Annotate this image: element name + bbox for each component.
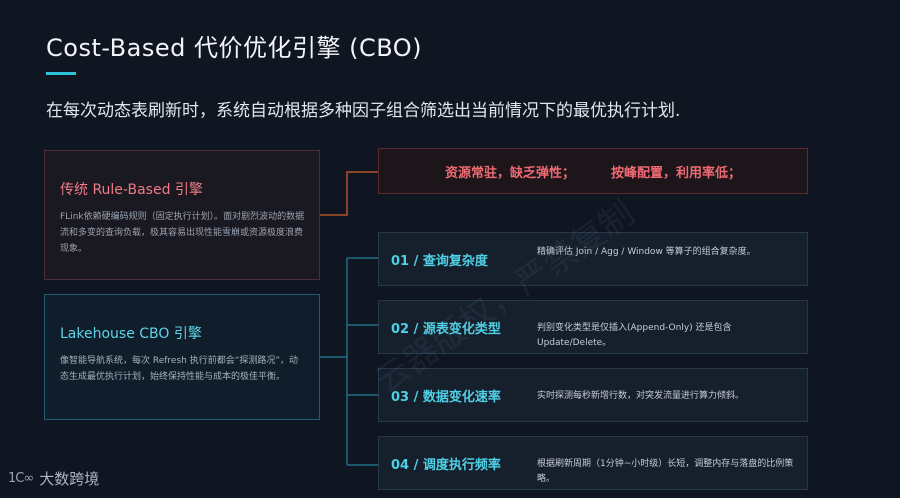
factor-desc: 实时探测每秒新增行数，对突发流量进行算力倾斜。 xyxy=(537,391,745,401)
factor-desc: 根据刷新周期（1分钟~小时级）长短，调整内存与落盘的比例策略。 xyxy=(537,459,794,484)
cbo-body: 像智能导航系统，每次 Refresh 执行前都会“探测路况”，动态生成最优执行计… xyxy=(60,356,299,382)
rule-based-card: 传统 Rule-Based 引擎 FLink依赖硬编码规则（固定执行计划）。面对… xyxy=(44,150,320,280)
factor-item: 04 / 调度执行频率 根据刷新周期（1分钟~小时级）长短，调整内存与落盘的比例… xyxy=(378,436,808,490)
problem-banner: 资源常驻，缺乏弹性； 按峰配置，利用率低； xyxy=(378,148,808,194)
factor-item: 03 / 数据变化速率 实时探测每秒新增行数，对突发流量进行算力倾斜。 xyxy=(378,368,808,422)
factor-desc: 判别变化类型是仅插入(Append-Only) 还是包含 Update/Dele… xyxy=(537,323,732,348)
factor-label: 02 / 源表变化类型 xyxy=(391,322,501,337)
title-underline xyxy=(46,72,76,75)
logo-mark-icon: 1C∞ xyxy=(8,471,34,486)
logo-text: 大数跨境 xyxy=(39,470,100,488)
cbo-connector xyxy=(320,257,378,466)
factor-label: 01 / 查询复杂度 xyxy=(391,254,488,269)
problem-resident: 资源常驻，缺乏弹性； xyxy=(444,165,575,181)
rule-based-title: 传统 Rule-Based 引擎 xyxy=(60,182,203,198)
cbo-card: Lakehouse CBO 引擎 像智能导航系统，每次 Refresh 执行前都… xyxy=(44,294,320,420)
page-subtitle: 在每次动态表刷新时，系统自动根据多种因子组合筛选出当前情况下的最优执行计划. xyxy=(46,101,681,121)
rule-connector xyxy=(320,171,378,216)
problem-peak: 按峰配置，利用率低； xyxy=(611,165,742,181)
factor-item: 01 / 查询复杂度 精确评估 Join / Agg / Window 等算子的… xyxy=(378,232,808,286)
factor-label: 03 / 数据变化速率 xyxy=(391,390,501,405)
rule-based-body: FLink依赖硬编码规则（固定执行计划）。面对剧烈波动的数据流和多变的查询负载，… xyxy=(60,212,305,254)
brand-logo: 1C∞ 大数跨境 xyxy=(8,468,99,489)
factor-desc: 精确评估 Join / Agg / Window 等算子的组合复杂度。 xyxy=(537,247,756,257)
factor-item: 02 / 源表变化类型 判别变化类型是仅插入(Append-Only) 还是包含… xyxy=(378,300,808,354)
page-title: Cost-Based 代价优化引擎 (CBO) xyxy=(46,34,423,62)
factor-label: 04 / 调度执行频率 xyxy=(391,458,501,473)
cbo-title: Lakehouse CBO 引擎 xyxy=(60,326,202,342)
